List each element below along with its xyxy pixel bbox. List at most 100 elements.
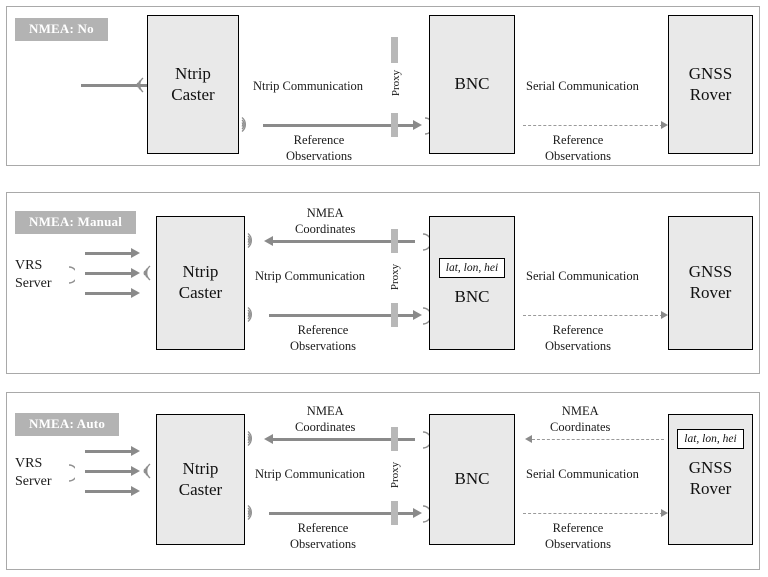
node-label-line: BNC bbox=[454, 469, 490, 489]
nmea-coordinates-arrowhead-right bbox=[525, 435, 532, 443]
antenna-broadcast-icon bbox=[246, 429, 262, 448]
proxy-bar-lower bbox=[391, 303, 398, 327]
panel-nmea-manual: NMEA: Manual VRS Server Ntrip Cas bbox=[6, 192, 760, 374]
proxy-bar-upper bbox=[391, 37, 398, 63]
proxy-bar-upper bbox=[391, 229, 398, 253]
node-label-line: Ntrip bbox=[182, 262, 219, 282]
node-gnss-rover: lat, lon, hei GNSS Rover bbox=[668, 414, 753, 545]
label-reference-observations-left: Reference Observations bbox=[290, 323, 356, 353]
coordinate-box: lat, lon, hei bbox=[438, 258, 506, 279]
serial-reference-observations-arrowhead bbox=[661, 121, 668, 129]
vrs-stream-arrowhead bbox=[131, 248, 140, 258]
nmea-coordinates-line-left bbox=[273, 438, 415, 441]
reference-observations-arrowhead-left bbox=[413, 508, 422, 518]
vrs-stream-line bbox=[85, 292, 133, 295]
label-serial-communication: Serial Communication bbox=[526, 79, 639, 93]
node-label-line: BNC bbox=[454, 74, 490, 94]
node-ntrip-caster: Ntrip Caster bbox=[156, 216, 245, 350]
node-label-line: Ntrip bbox=[182, 458, 219, 478]
node-label-line: Rover bbox=[689, 283, 732, 302]
node-label-line: BNC bbox=[454, 287, 490, 307]
serial-reference-observations-line bbox=[523, 315, 663, 316]
incoming-stream-line bbox=[81, 84, 157, 87]
signal-arc-icon bbox=[421, 307, 432, 328]
antenna-broadcast-icon bbox=[240, 115, 256, 134]
nmea-coordinates-line-left bbox=[273, 240, 415, 243]
reference-observations-line-left bbox=[269, 512, 415, 515]
node-label-line: GNSS bbox=[688, 63, 733, 83]
antenna-receive-icon bbox=[136, 263, 154, 283]
label-proxy: Proxy bbox=[389, 263, 401, 291]
signal-arc-icon bbox=[421, 233, 432, 254]
label-proxy: Proxy bbox=[389, 461, 401, 489]
vrs-stream-arrowhead bbox=[131, 466, 140, 476]
node-label-line: Ntrip bbox=[175, 63, 211, 83]
vrs-signal-arc-icon bbox=[67, 266, 78, 287]
antenna-receive-icon bbox=[129, 75, 147, 95]
node-ntrip-caster: Ntrip Caster bbox=[156, 414, 245, 545]
node-label-line: GNSS bbox=[688, 262, 733, 282]
serial-reference-observations-arrowhead bbox=[661, 311, 668, 319]
node-bnc: lat, lon, hei BNC bbox=[429, 216, 515, 350]
node-label-line: Rover bbox=[689, 478, 732, 498]
reference-observations-arrowhead-left bbox=[413, 120, 422, 130]
vrs-stream-line bbox=[85, 470, 133, 473]
label-nmea-coordinates-left: NMEA Coordinates bbox=[295, 206, 356, 236]
label-ntrip-communication: Ntrip Communication bbox=[255, 269, 366, 283]
nmea-coordinates-arrowhead-left bbox=[264, 434, 273, 444]
signal-arc-icon bbox=[421, 505, 432, 526]
vrs-stream-line bbox=[85, 272, 133, 275]
nmea-coordinates-arrowhead-left bbox=[264, 236, 273, 246]
proxy-bar-lower bbox=[391, 113, 398, 137]
serial-reference-observations-arrowhead bbox=[661, 509, 668, 517]
label-ntrip-communication: Ntrip Communication bbox=[253, 79, 364, 93]
node-label-line: Rover bbox=[689, 84, 732, 104]
proxy-bar-lower bbox=[391, 501, 398, 525]
proxy-bar-upper bbox=[391, 427, 398, 451]
reference-observations-arrowhead-left bbox=[413, 310, 422, 320]
label-nmea-coordinates-left: NMEA Coordinates bbox=[295, 404, 356, 434]
signal-arc-icon bbox=[421, 431, 432, 452]
coordinate-box: lat, lon, hei bbox=[677, 429, 744, 450]
serial-reference-observations-line bbox=[523, 513, 663, 514]
reference-observations-line-left bbox=[263, 124, 415, 127]
node-gnss-rover: GNSS Rover bbox=[668, 216, 753, 350]
vrs-signal-arc-icon bbox=[67, 464, 78, 485]
vrs-stream-line bbox=[85, 450, 133, 453]
node-label-line: Caster bbox=[178, 283, 223, 302]
label-reference-observations-right: Reference Observations bbox=[545, 323, 611, 353]
vrs-stream-line bbox=[85, 252, 133, 255]
nmea-coordinates-line-right bbox=[532, 439, 664, 440]
label-reference-observations-left: Reference Observations bbox=[290, 521, 356, 551]
label-reference-observations-right: Reference Observations bbox=[545, 521, 611, 551]
node-label-line: Caster bbox=[171, 84, 215, 104]
antenna-broadcast-icon bbox=[246, 503, 262, 522]
label-serial-communication: Serial Communication bbox=[526, 467, 639, 481]
node-label-line: Caster bbox=[178, 479, 223, 499]
panel-nmea-no: NMEA: No Ntrip Caster Ntrip Com bbox=[6, 6, 760, 166]
label-vrs-server: VRS Server bbox=[15, 258, 52, 292]
panel-nmea-auto: NMEA: Auto VRS Server Ntrip Caste bbox=[6, 392, 760, 570]
antenna-receive-icon bbox=[136, 461, 154, 481]
node-bnc: BNC bbox=[429, 15, 515, 154]
node-bnc: BNC bbox=[429, 414, 515, 545]
label-vrs-server: VRS Server bbox=[15, 456, 52, 490]
vrs-stream-line bbox=[85, 490, 133, 493]
node-gnss-rover: GNSS Rover bbox=[668, 15, 753, 154]
label-reference-observations-left: Reference Observations bbox=[286, 133, 352, 163]
vrs-stream-arrowhead bbox=[131, 446, 140, 456]
label-proxy: Proxy bbox=[390, 69, 402, 97]
reference-observations-line-left bbox=[269, 314, 415, 317]
label-nmea-coordinates-right: NMEA Coordinates bbox=[550, 404, 611, 434]
vrs-stream-arrowhead bbox=[131, 486, 140, 496]
antenna-broadcast-icon bbox=[246, 305, 262, 324]
antenna-broadcast-icon bbox=[246, 231, 262, 250]
node-ntrip-caster: Ntrip Caster bbox=[147, 15, 239, 154]
vrs-stream-arrowhead bbox=[131, 268, 140, 278]
label-ntrip-communication: Ntrip Communication bbox=[255, 467, 366, 481]
vrs-stream-arrowhead bbox=[131, 288, 140, 298]
mode-badge: NMEA: Manual bbox=[15, 211, 137, 234]
label-serial-communication: Serial Communication bbox=[526, 269, 639, 283]
serial-reference-observations-line bbox=[523, 125, 663, 126]
label-reference-observations-right: Reference Observations bbox=[545, 133, 611, 163]
